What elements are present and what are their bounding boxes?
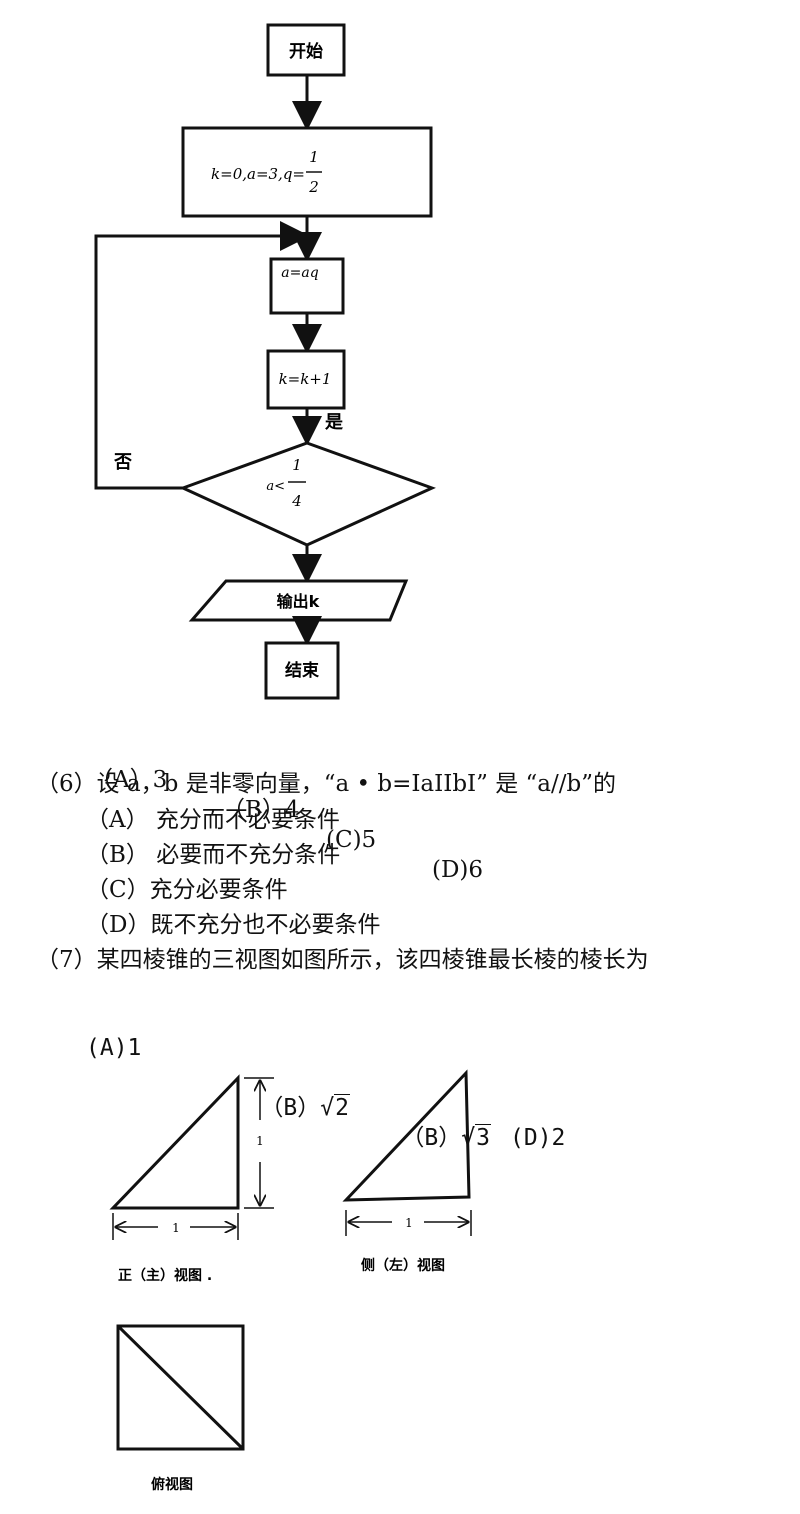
q5-option-b: （B）4 [222, 797, 300, 823]
top-view-label: 俯视图 [151, 1476, 193, 1493]
q5-option-a: （A）3 [90, 767, 168, 793]
flow-init-text: k=0,a=3,q= [211, 165, 305, 183]
flow-step2-text: k=k+1 [279, 370, 332, 388]
flowchart: 开始 k=0,a=3,q= 1 2 a=aq k=k+1 是 否 a< 1 4 … [94, 23, 436, 700]
flow-cond-den: 4 [291, 492, 302, 510]
top-view-square [116, 1324, 245, 1451]
q6-option-a: （A） 充分而不必要条件 [86, 807, 340, 833]
flow-cond-num: 1 [292, 456, 302, 474]
flow-step1-text: a=aq [281, 265, 318, 281]
side-view-label: 侧（左）视图 [361, 1257, 445, 1274]
flow-cond-text: a< [266, 479, 285, 494]
q7-option-b-value: 2 [334, 1094, 350, 1121]
q6-option-b: （B） 必要而不充分条件 [86, 842, 341, 868]
side-view-triangle [342, 1069, 471, 1202]
q6-option-c: （C）充分必要条件 [86, 877, 288, 903]
front-view-label: 正（主）视图 . [118, 1267, 212, 1284]
front-view-triangle [109, 1074, 240, 1210]
flow-no-label: 否 [113, 452, 132, 473]
flow-output-text: 输出k [277, 592, 320, 611]
flow-step1-box [269, 257, 345, 315]
flow-end-text: 结束 [285, 660, 319, 681]
flow-yes-label: 是 [324, 412, 343, 433]
q6-option-d: （D）既不充分也不必要条件 [86, 912, 381, 938]
q7-option-c-value: 3 [475, 1124, 491, 1151]
flow-condition-diamond [179, 441, 436, 547]
side-width-label: 1 [405, 1216, 413, 1230]
sqrt-icon: √2 [320, 1094, 350, 1121]
flow-end-box [264, 641, 340, 700]
q6-stem: （6）设 a，b 是非零向量，“a • b=IaIIbI” 是 “a//b”的 [36, 771, 616, 797]
q7-option-a: (A)1 [86, 1035, 142, 1061]
q5-option-d: (D)6 [432, 857, 484, 883]
q7-options: (A)1 （B）√2 （B）√3 (D)2 [0, 1003, 565, 1153]
flow-init-den: 2 [308, 178, 319, 196]
q5-option-c: (C)5 [326, 827, 377, 853]
flow-init-num: 1 [309, 148, 319, 166]
flow-output-box [188, 579, 409, 622]
q7-option-d: (D)2 [510, 1125, 566, 1151]
three-views-figure: 1 1 1 正（主）视图 . 侧（左）视图 俯视图 [109, 1069, 472, 1493]
front-width-label: 1 [172, 1221, 180, 1235]
front-height-label: 1 [256, 1134, 264, 1148]
q7-stem: （7）某四棱锥的三视图如图所示，该四棱锥最长棱的棱长为 [36, 947, 649, 973]
q7-option-b-label: （B） [260, 1095, 321, 1121]
flow-start-text: 开始 [289, 41, 323, 62]
q7-option-b: （B）√2 [205, 1063, 350, 1153]
q5-options: （A）3 （B）4 (C)5 (D)6 [0, 735, 483, 885]
